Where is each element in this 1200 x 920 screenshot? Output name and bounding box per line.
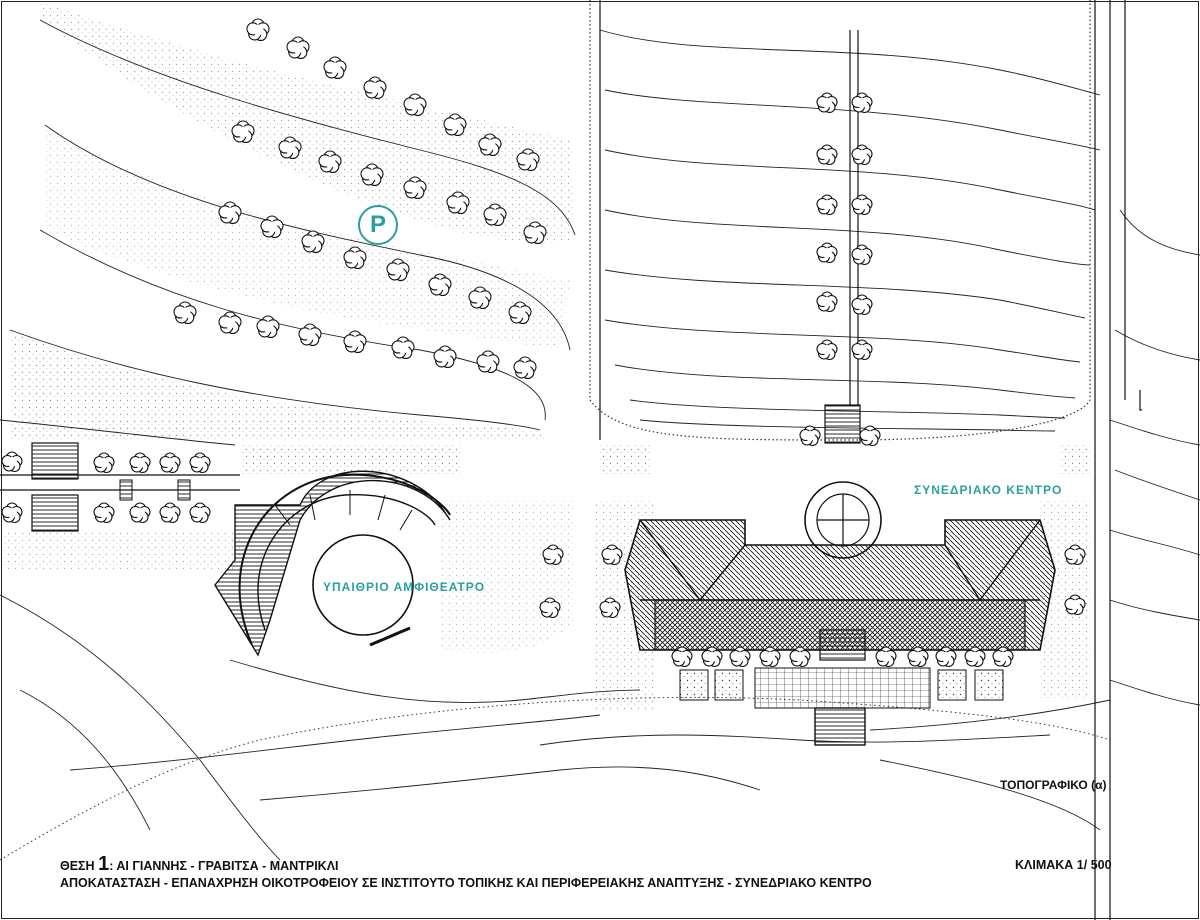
tree-icon bbox=[483, 203, 507, 226]
parking-symbol: P bbox=[358, 205, 398, 245]
project-description: ΑΠΟΚΑΤΑΣΤΑΣΗ - ΕΠΑΝΑΧΡΗΣΗ ΟΙΚΟΤΡΟΦΕΙΟΥ Σ… bbox=[60, 876, 872, 890]
site-number: 1 bbox=[98, 853, 110, 875]
scale-label: ΚΛΙΜΑΚΑ 1/ 500 bbox=[1015, 858, 1112, 872]
tree-icon bbox=[189, 452, 211, 474]
tree-icon bbox=[816, 92, 838, 114]
conference-center bbox=[624, 404, 1056, 746]
tree-icon bbox=[363, 76, 387, 99]
tree-icon bbox=[159, 452, 181, 474]
tree-icon bbox=[816, 339, 838, 361]
tree-icon bbox=[218, 311, 242, 335]
tree-icon bbox=[443, 113, 467, 136]
tree-icon bbox=[386, 258, 410, 282]
tree-icon bbox=[428, 273, 452, 297]
tree-icon bbox=[513, 356, 537, 380]
tree-icon bbox=[599, 597, 621, 619]
tree-icon bbox=[992, 646, 1014, 668]
tree-icon bbox=[278, 136, 302, 159]
tree-icon bbox=[246, 18, 270, 42]
roads bbox=[0, 0, 1142, 920]
tree-icon bbox=[816, 242, 838, 264]
tree-icon bbox=[231, 120, 255, 143]
left-buildings bbox=[31, 442, 191, 532]
tree-icon bbox=[907, 646, 929, 668]
tree-icon bbox=[403, 176, 427, 199]
topographic-label: ΤΟΠΟΓΡΑΦΙΚΟ (α) bbox=[1000, 778, 1107, 792]
tree-icon bbox=[343, 246, 367, 270]
conference-center-label: ΣΥΝΕΔΡΙΑΚΟ ΚΕΝΤΡΟ bbox=[914, 483, 1063, 497]
tree-icon bbox=[476, 350, 500, 374]
tree-icon bbox=[403, 93, 427, 116]
tree-icon bbox=[173, 301, 197, 325]
tree-icon bbox=[391, 336, 415, 360]
tree-icon bbox=[1064, 594, 1086, 616]
tree-icon bbox=[508, 301, 532, 325]
amphitheatre bbox=[214, 470, 451, 657]
tree-icon bbox=[601, 544, 623, 566]
tree-icon bbox=[542, 544, 564, 566]
tree-icon bbox=[859, 425, 881, 447]
tree-icon bbox=[189, 502, 211, 524]
tree-icon bbox=[93, 452, 115, 474]
tree-icon bbox=[256, 315, 280, 339]
tree-icon bbox=[516, 148, 540, 171]
tree-icon bbox=[218, 201, 242, 224]
site-prefix: ΘΕΣΗ bbox=[60, 859, 95, 873]
tree-icon bbox=[816, 291, 838, 313]
tree-icon bbox=[729, 646, 751, 668]
tree-icon bbox=[851, 244, 873, 266]
site-name: : ΑΙ ΓΙΑΝΝΗΣ - ΓΡΑΒΙΤΣΑ - ΜΑΝΤΡΙΚΛΙ bbox=[109, 859, 339, 873]
site-title-line: ΘΕΣΗ 1: ΑΙ ΓΙΑΝΝΗΣ - ΓΡΑΒΙΤΣΑ - ΜΑΝΤΡΙΚΛ… bbox=[60, 853, 872, 875]
contour-lines bbox=[0, 19, 1200, 861]
tree-icon bbox=[759, 646, 781, 668]
tree-icon bbox=[851, 194, 873, 216]
tree-icon bbox=[523, 221, 547, 244]
tree-icon bbox=[875, 646, 897, 668]
tree-icon bbox=[323, 56, 347, 79]
tree-icon bbox=[851, 294, 873, 316]
tree-icon bbox=[851, 92, 873, 114]
parking-trees bbox=[173, 18, 547, 380]
tree-icon bbox=[701, 646, 723, 668]
tree-icon bbox=[964, 646, 986, 668]
amphitheatre-label: ΥΠΑΙΘΡΙΟ ΑΜΦΙΘΕΑΤΡΟ bbox=[323, 580, 486, 594]
tree-icon bbox=[539, 597, 561, 619]
tree-icon bbox=[1, 451, 23, 473]
tree-icon bbox=[433, 345, 457, 369]
ground-areas bbox=[0, 0, 1111, 861]
tree-icon bbox=[478, 133, 502, 156]
tree-icon bbox=[1, 502, 23, 524]
tree-icon bbox=[816, 194, 838, 216]
tree-icon bbox=[1064, 544, 1086, 566]
tree-icon bbox=[468, 286, 492, 310]
tree-icon bbox=[301, 230, 325, 253]
tree-icon bbox=[799, 425, 821, 447]
tree-icon bbox=[816, 144, 838, 166]
tree-icon bbox=[318, 150, 342, 173]
title-block: ΘΕΣΗ 1: ΑΙ ΓΙΑΝΝΗΣ - ΓΡΑΒΙΤΣΑ - ΜΑΝΤΡΙΚΛ… bbox=[60, 853, 872, 892]
tree-icon bbox=[298, 323, 322, 347]
tree-icon bbox=[446, 191, 470, 214]
tree-icon bbox=[851, 339, 873, 361]
tree-icon bbox=[93, 502, 115, 524]
tree-icon bbox=[129, 502, 151, 524]
tree-icon bbox=[260, 215, 284, 238]
tree-icon bbox=[159, 502, 181, 524]
tree-icon bbox=[789, 646, 811, 668]
tree-icon bbox=[360, 163, 384, 186]
tree-icon bbox=[671, 646, 693, 668]
tree-icon bbox=[851, 144, 873, 166]
tree-icon bbox=[286, 36, 310, 60]
tree-icon bbox=[129, 452, 151, 474]
tree-icon bbox=[935, 646, 957, 668]
scattered-trees bbox=[1, 92, 1086, 668]
tree-icon bbox=[343, 330, 367, 354]
